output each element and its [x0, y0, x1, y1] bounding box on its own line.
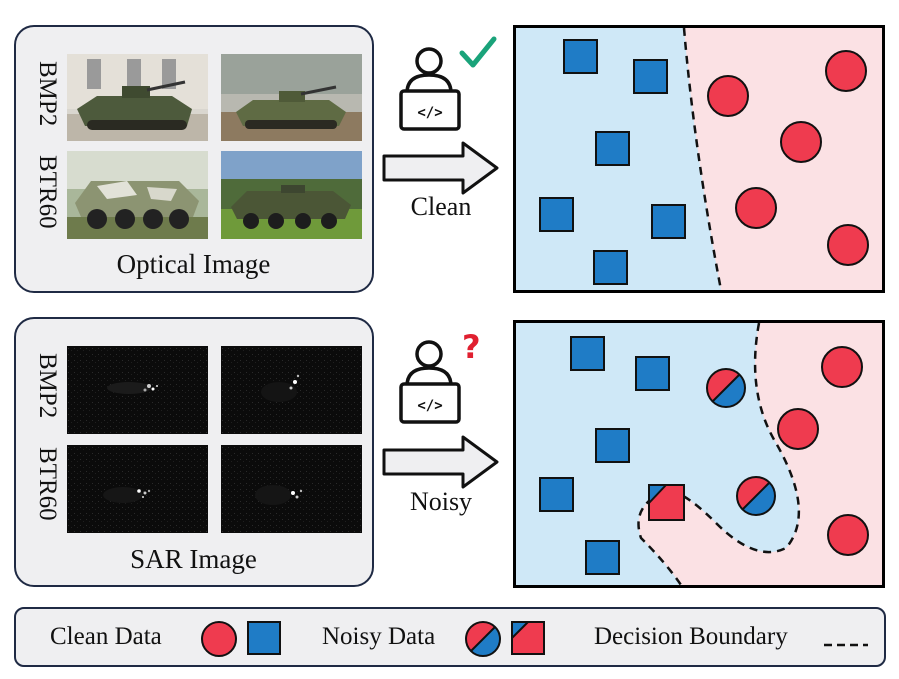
clean-circle-marker: [825, 50, 867, 92]
annotator-icon: </>: [395, 45, 475, 145]
clean-arrow-label: Clean: [410, 192, 472, 221]
clean-square-marker: [563, 39, 598, 74]
svg-text:</>: </>: [417, 105, 442, 121]
optical-thumb-bmp2-2: [221, 54, 362, 141]
clean-square-marker: [539, 197, 574, 232]
clean-decision-plot: [513, 25, 885, 293]
clean-square-marker: [635, 356, 670, 391]
legend: Clean Data Noisy Data Decision Boundary: [14, 607, 886, 667]
optical-image-caption: Optical Image: [116, 249, 271, 279]
noisy-circle-marker: [736, 476, 776, 516]
row-label-btr60: BTR60: [34, 447, 61, 521]
row-label-bmp2: BMP2: [34, 61, 61, 127]
sar-thumb-btr60-2: [221, 445, 362, 533]
decision-boundary-line: [637, 323, 801, 585]
noisy-arrow-label: Noisy: [409, 487, 473, 516]
clean-square-marker: [593, 250, 628, 285]
clean-square-marker: [633, 59, 668, 94]
sar-image-panel: BMP2 BTR60: [14, 317, 374, 587]
legend-boundary-label: Decision Boundary: [594, 623, 788, 650]
sar-image-caption: SAR Image: [130, 544, 257, 574]
clean-square-marker: [585, 540, 620, 575]
question-icon: ?: [462, 328, 481, 366]
legend-clean-circle: [199, 619, 239, 664]
right-arrow-icon: [381, 140, 501, 201]
decision-boundary-line: [682, 28, 723, 290]
sar-thumb-btr60-1: [67, 445, 208, 533]
clean-circle-marker: [780, 121, 822, 163]
clean-circle-marker: [821, 346, 863, 388]
clean-square-marker: [651, 204, 686, 239]
sar-thumb-bmp2-2: [221, 346, 362, 434]
annotator-icon: </>: [395, 338, 475, 438]
legend-noisy-circle: [463, 619, 503, 664]
sar-thumb-bmp2-1: [67, 346, 208, 434]
optical-thumb-btr60-1: [67, 151, 208, 239]
clean-square-marker: [595, 428, 630, 463]
optical-thumb-bmp2-1: [67, 54, 208, 141]
check-icon: [458, 35, 498, 76]
legend-clean-label: Clean Data: [50, 623, 162, 650]
noisy-circle-marker: [706, 368, 746, 408]
optical-thumb-btr60-2: [221, 151, 362, 239]
clean-circle-marker: [777, 408, 819, 450]
svg-text:</>: </>: [417, 398, 442, 414]
legend-noisy-label: Noisy Data: [322, 623, 436, 650]
clean-circle-marker: [827, 514, 869, 556]
optical-image-panel: BMP2 BTR60: [14, 25, 374, 293]
legend-noisy-square: [510, 620, 546, 661]
row-label-bmp2: BMP2: [34, 353, 61, 419]
clean-circle-marker: [707, 75, 749, 117]
noisy-decision-plot: [513, 320, 885, 588]
row-label-btr60: BTR60: [34, 155, 61, 229]
legend-boundary-line: [824, 635, 868, 653]
clean-circle-marker: [827, 224, 869, 266]
clean-square-marker: [595, 131, 630, 166]
legend-clean-square: [246, 620, 282, 661]
noisy-square-marker: [648, 484, 685, 521]
right-arrow-icon: [381, 434, 501, 495]
clean-square-marker: [570, 336, 605, 371]
clean-circle-marker: [735, 187, 777, 229]
clean-square-marker: [539, 477, 574, 512]
